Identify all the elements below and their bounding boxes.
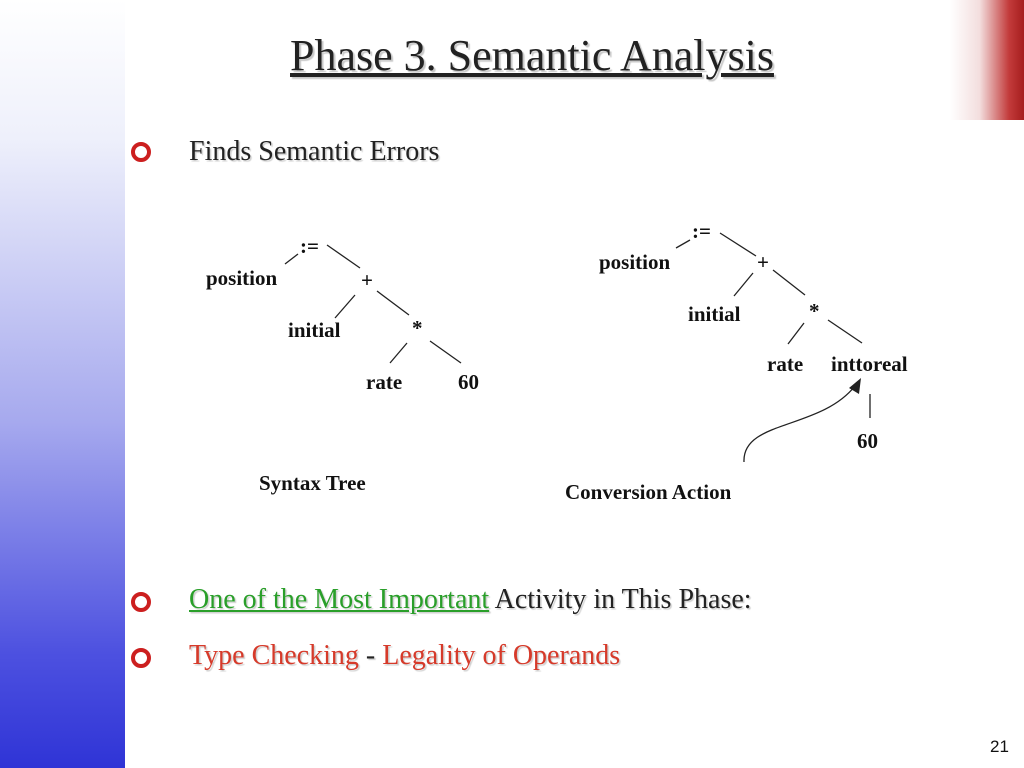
bullet-finds-semantic-errors: Finds Semantic Errors [189,136,440,167]
type-checking-text: Type Checking [189,640,359,671]
tree1-sixty-node: 60 [458,370,479,394]
tree2-rate-node: rate [767,352,804,376]
legality-of-operands-text: Legality of Operands [382,640,621,671]
tree1-assign-node: := [300,234,319,258]
tree1-times-node: * [412,316,423,340]
tree1-plus-node: + [361,268,373,292]
tree1-position-node: position [206,266,278,290]
tree2-assign-node: := [692,219,711,243]
bullet-icon [131,592,151,612]
tree2-plus-node: + [757,250,769,274]
tree1-initial-node: initial [288,318,341,342]
syntax-tree-caption: Syntax Tree [259,471,366,495]
conversion-action-caption: Conversion Action [565,480,732,504]
tree2-initial-node: initial [688,302,741,326]
slide-number: 21 [990,737,1009,756]
bullet-icon [131,142,151,162]
tree1-rate-node: rate [366,370,403,394]
tree2-sixty-node: 60 [857,429,878,453]
tree2-times-node: * [809,299,820,323]
bullet-type-checking: Type Checking - Legality of Operands [189,640,620,672]
activity-in-phase-text: Activity in This Phase: [489,584,752,615]
slide-title: Phase 3. Semantic Analysis [290,31,774,80]
tree2-position-node: position [599,250,671,274]
bullet-icon [131,648,151,668]
tree2-inttoreal-node: inttoreal [831,352,908,376]
left-gradient-band [0,0,125,768]
top-right-accent-bar [950,0,1024,120]
most-important-highlight: One of the Most Important [189,584,490,615]
separator-text: - [358,640,383,671]
bullet-most-important-activity: One of the Most Important Activity in Th… [189,584,752,616]
